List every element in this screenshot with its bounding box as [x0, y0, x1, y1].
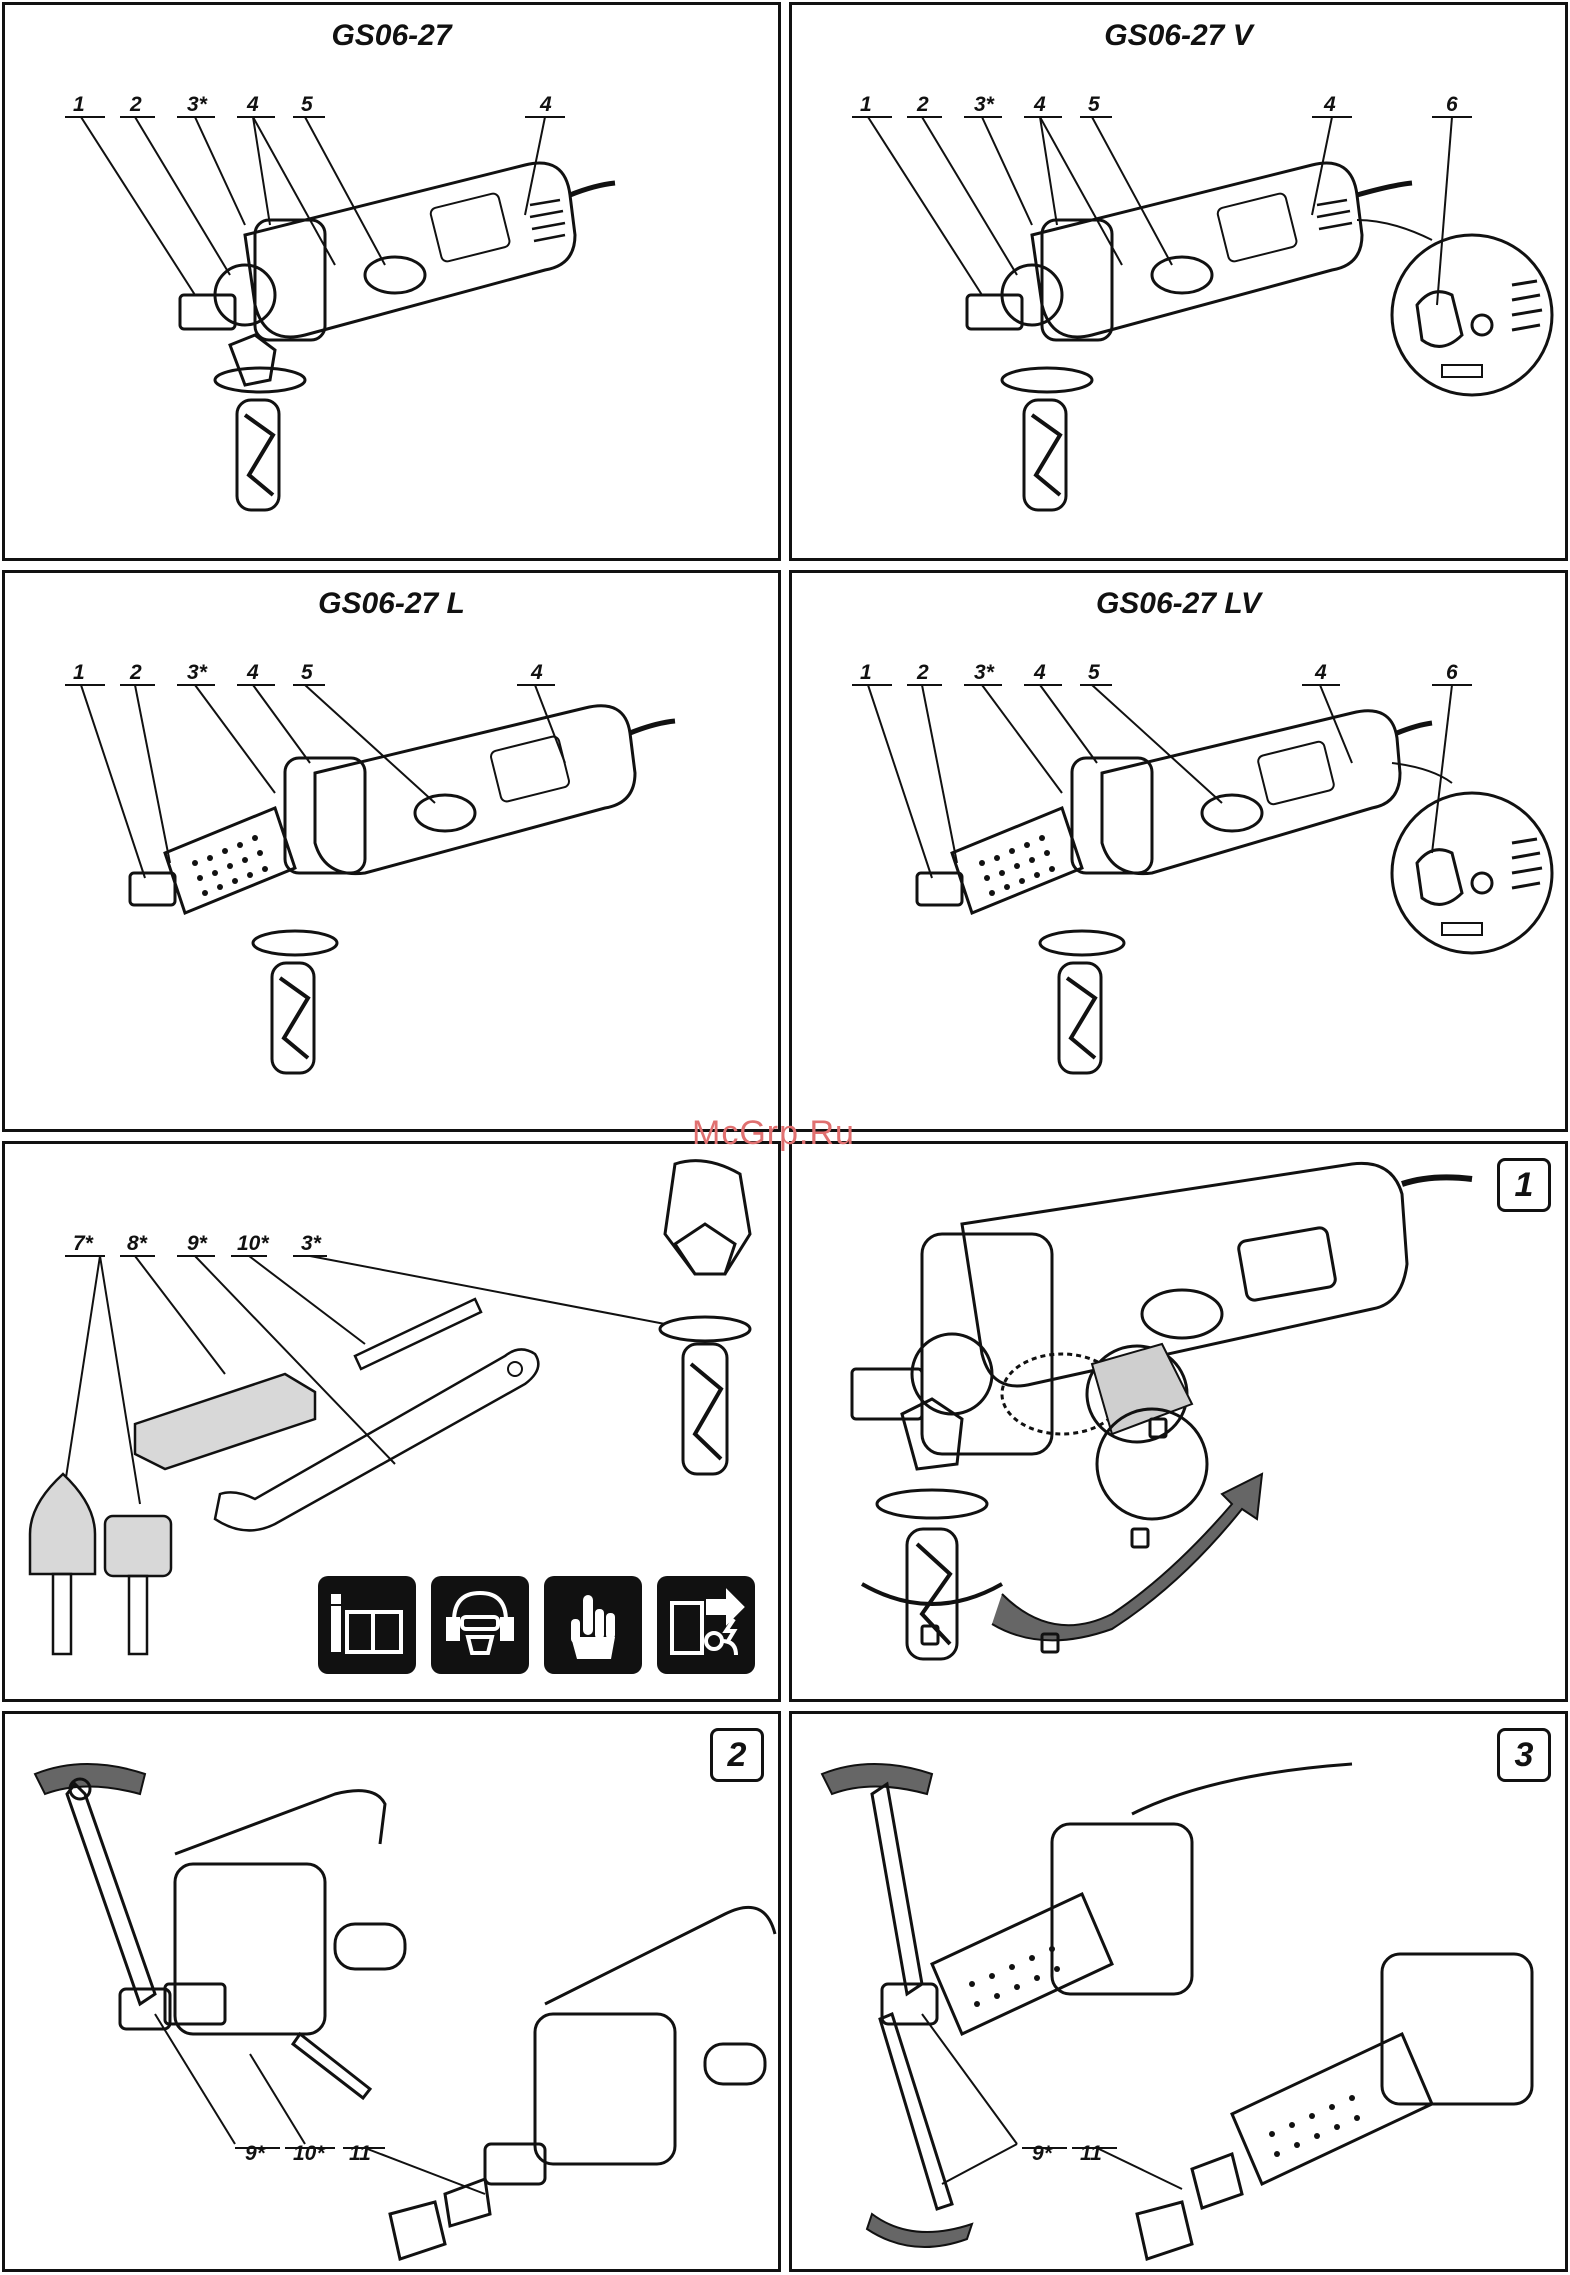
grinder-illustration: [5, 573, 784, 1135]
collet-removal-illustration: [792, 1714, 1570, 2275]
panel-gs06-27: GS06-27 1 2 3* 4 5 4: [2, 2, 781, 561]
grinder-illustration: [792, 573, 1570, 1135]
safety-gear-icon: [431, 1576, 529, 1674]
unplug-icon: [657, 1576, 755, 1674]
glove-hand-icon: [544, 1576, 642, 1674]
panel-gs06-27-l: GS06-27 L 1 2 3* 4 5 4: [2, 570, 781, 1132]
panel-step-2: 2 9* 10* 11: [2, 1711, 781, 2272]
panel-gs06-27-lv: GS06-27 LV 1 2 3* 4 5 4 6: [789, 570, 1568, 1132]
panel-step-1: 1: [789, 1141, 1568, 1702]
panel-step-3: 3 9* 11: [789, 1711, 1568, 2272]
manual-read-icon: [318, 1576, 416, 1674]
handle-mounting-illustration: [792, 1144, 1570, 1705]
panel-gs06-27-v: GS06-27 V 1 2 3* 4 5 4 6: [789, 2, 1568, 561]
grinder-illustration: [5, 5, 784, 564]
grinder-illustration: [792, 5, 1570, 564]
watermark: McGrp.Ru: [692, 1114, 855, 1153]
panel-accessories: 7* 8* 9* 10* 3*: [2, 1141, 781, 1702]
wrench-removal-illustration: [5, 1714, 784, 2275]
